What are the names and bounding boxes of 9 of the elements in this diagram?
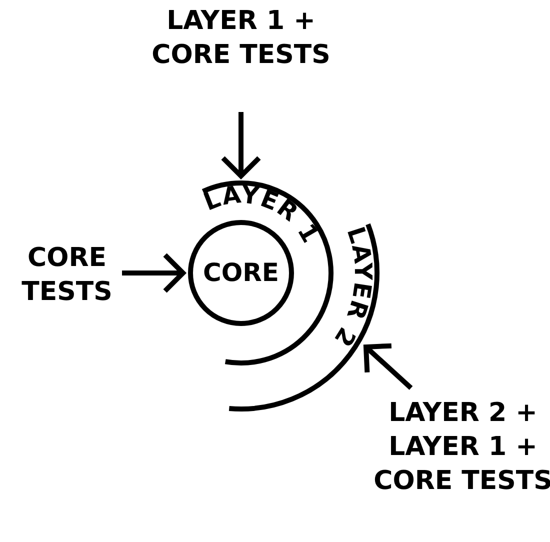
arrow	[220, 112, 262, 178]
circle-label: CORE	[203, 257, 279, 290]
arrow	[122, 252, 186, 294]
label-text: CORE TESTS	[2, 241, 132, 309]
label-text: LAYER 1 + CORE TESTS	[141, 4, 341, 72]
arrow	[364, 343, 413, 390]
arc-label: LAYER 1	[200, 180, 325, 248]
label-text: LAYER 2 + LAYER 1 + CORE TESTS	[363, 396, 550, 498]
arc-band	[200, 180, 334, 366]
